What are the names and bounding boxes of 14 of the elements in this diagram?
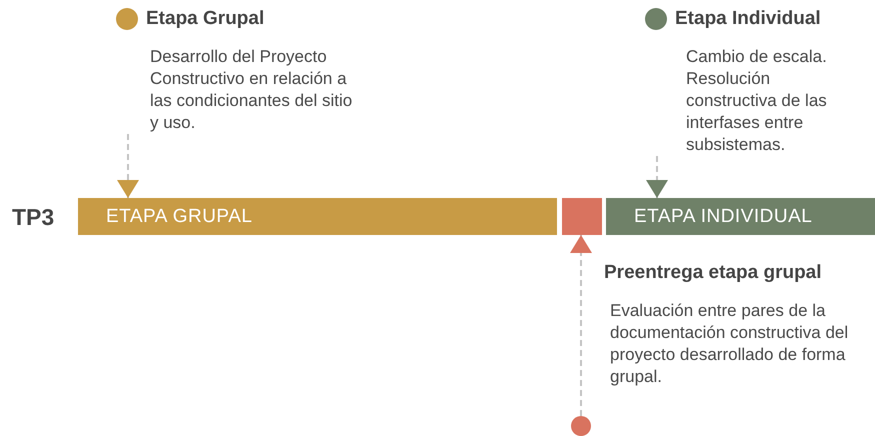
timeline-bar [562,198,602,235]
stage-bar: ETAPA GRUPAL [78,198,557,235]
callout-description: Desarrollo del Proyecto Constructivo en relación a las condicionantes del sitio y uso. [150,46,354,134]
pointer-line [570,235,592,416]
row-label: TP3 [12,204,54,231]
pointer-line [646,156,668,198]
callout-heading: Etapa Individual [675,8,821,30]
callout-heading: Etapa Grupal [146,8,264,30]
callout-heading: Preentrega etapa grupal [604,262,822,284]
stage-bar: ETAPA INDIVIDUAL [606,198,875,235]
end-dot [571,416,591,436]
pointer-line [117,134,139,198]
callout-description: Evaluación entre pares de la documentación constructiva del proyecto desarrollado de forma grupal. [610,300,850,388]
callout-description: Cambio de escala. Resolución constructiva de las interfases entre subsistemas. [686,46,828,156]
